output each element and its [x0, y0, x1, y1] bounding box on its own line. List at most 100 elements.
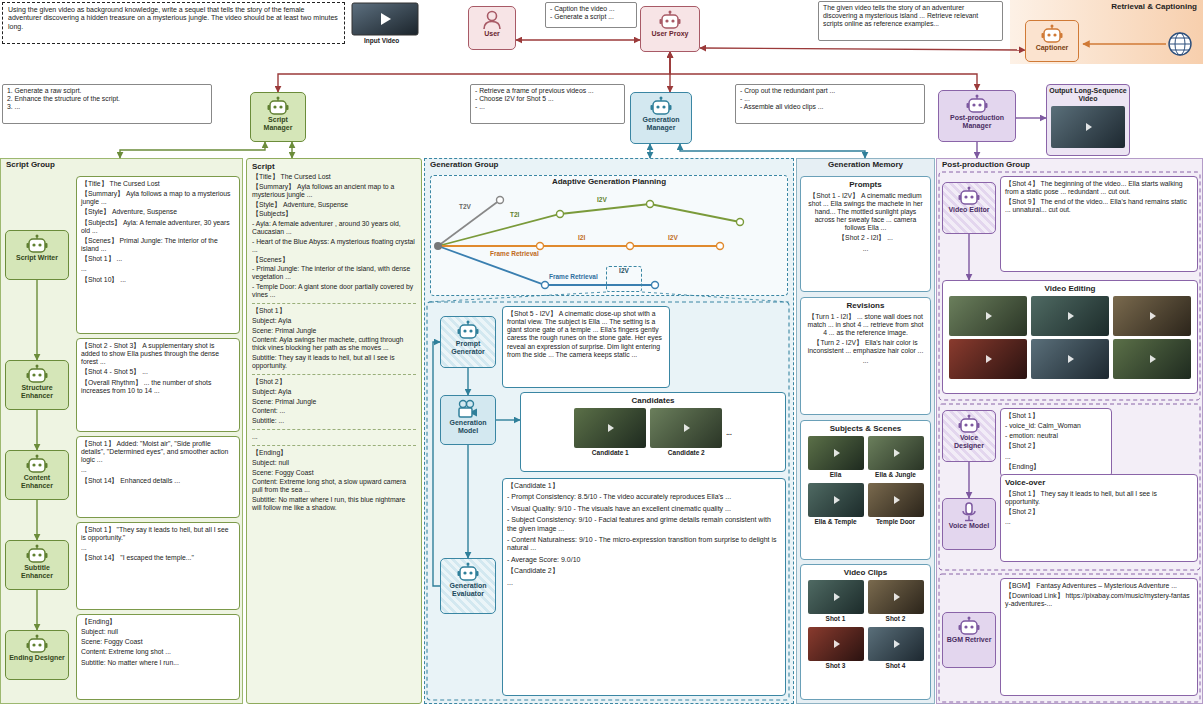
node-text: 3. ... — [7, 103, 207, 111]
graphic — [671, 19, 674, 22]
agent-icon — [945, 414, 993, 434]
node-text: 【Summary】 Ayla follows a map to a myster… — [81, 190, 235, 206]
gallery-item — [1031, 339, 1109, 379]
agent-icon — [643, 10, 697, 30]
agent-label: Post-production Manager — [941, 114, 1013, 130]
graphic — [29, 549, 45, 562]
node-text: Subject: Ayla — [252, 388, 416, 396]
agent-icon — [945, 502, 993, 522]
agent-icon — [443, 562, 493, 582]
graphic — [965, 520, 973, 521]
agent-icon — [8, 634, 66, 654]
heading: Script — [252, 162, 416, 172]
graphic — [488, 12, 497, 21]
graphic — [970, 625, 973, 628]
play-icon — [894, 640, 900, 648]
generation-group: Generation GroupAdaptive Generation Plan… — [424, 158, 794, 704]
video-thumbnail — [808, 580, 864, 614]
graphic — [537, 243, 544, 250]
node-text: 【Shot 1】 Added: "Moist air", "Side profi… — [81, 440, 235, 464]
gallery-item: Candidate 1 — [574, 408, 646, 457]
connector — [496, 419, 520, 420]
node-text: 【BGM】 Fantasy Adventures – Mysterious Ad… — [1005, 582, 1193, 590]
connector — [968, 462, 969, 498]
graphic — [27, 463, 30, 468]
node-text: ... — [252, 429, 416, 441]
node-text: 【Title】 The Cursed Lost — [252, 173, 416, 181]
graphic — [939, 172, 1200, 400]
node-text: ... — [1005, 453, 1107, 461]
play-icon — [684, 424, 690, 432]
node-text: 【Shot 4 - Shot 5】 ... — [81, 368, 235, 376]
script-text: 【Shot 1】 "They say it leads to hell, but… — [76, 522, 240, 610]
graphic — [463, 571, 466, 574]
memory-box: Prompts【Shot 1 - I2V】 A cinematic medium… — [800, 176, 931, 292]
play-icon — [1068, 312, 1074, 320]
node-text: 【Scenes】 — [252, 256, 416, 264]
connector — [36, 500, 37, 540]
node-text: - Crop out the redundant part ... — [740, 87, 920, 95]
branch-label: T2V — [459, 203, 471, 211]
node-text: 【Turn 1 - I2I】 ... stone wall does not m… — [805, 313, 926, 337]
node-text: 【Candidate 2】 — [507, 567, 781, 575]
gallery-item — [1113, 296, 1191, 336]
node-text: 【Shot 2 - Shot 3】 A supplementary shot i… — [81, 342, 235, 366]
gallery-item: Candidate 2 — [650, 408, 722, 457]
node-text: Subject: null — [252, 459, 416, 467]
video-thumbnail — [1051, 106, 1125, 148]
video-thumbnail — [868, 483, 924, 517]
enhancer-agent: Subtitle Enhancer — [5, 540, 69, 590]
node-text: - Average Score: 9.0/10 — [507, 556, 781, 564]
graphic — [32, 373, 35, 376]
agent-label: Video Editor — [945, 206, 993, 214]
evaluation-text: 【Candidate 1】- Prompt Consistency: 8.5/1… — [502, 478, 786, 696]
bgm-agent: BGM Retriver — [942, 612, 996, 668]
graphic — [651, 105, 654, 110]
node-text: - emotion: neutral — [1005, 432, 1107, 440]
planning-box: Adaptive Generation PlanningI2V — [430, 175, 788, 296]
graphic — [1169, 33, 1191, 55]
node-text: Scene: Foggy Coast — [252, 469, 416, 477]
node-text: 【Shot 14】 Enhanced details ... — [81, 477, 235, 485]
graphic — [656, 105, 659, 108]
bgm-text: 【BGM】 Fantasy Adventures – Mysterious Ad… — [1000, 578, 1198, 696]
node-text: Subtitle: ... — [252, 417, 416, 425]
node-text: - ... — [740, 95, 920, 103]
graphic — [273, 105, 276, 108]
node-text: 【Shot 1 - I2V】 A cinematic medium shot .… — [805, 192, 926, 233]
heading: Video Clips — [805, 568, 926, 578]
graphic — [438, 200, 500, 246]
voice-designer-agent: Voice Designer — [942, 410, 996, 462]
heading: Post-production Group — [942, 160, 1197, 170]
group-ground — [430, 175, 788, 296]
heading: Generation Memory — [802, 160, 929, 170]
graphic — [964, 195, 967, 198]
branch-label: Input Video — [364, 37, 399, 45]
node-text: 【Title】 The Cursed Lost — [81, 180, 235, 188]
agent-icon — [443, 399, 493, 419]
node-text: Using the given video as background know… — [8, 6, 339, 31]
node-text: 【Ending】 — [1005, 463, 1107, 471]
node-text: 【Shot 2 - I2I】 ... — [805, 234, 926, 242]
graphic — [27, 373, 30, 378]
node-text: - Retrieve a frame of previous videos ..… — [475, 87, 620, 95]
graphic — [29, 639, 45, 652]
play-icon — [894, 496, 900, 504]
connector — [433, 342, 440, 586]
memory-panel: Generation MemoryPrompts【Shot 1 - I2V】 A… — [796, 158, 935, 704]
manager-agent: Script Manager — [250, 92, 306, 142]
node-text: 【Summary】 Ayla follows an ancient map to… — [252, 183, 416, 199]
node-text: ... — [81, 544, 235, 552]
connector — [680, 144, 865, 158]
caption: Candidate 1 — [574, 449, 646, 457]
instruction-callout: - Caption the video ...- Generate a scri… — [545, 2, 637, 28]
robot-icon — [25, 634, 49, 654]
node-text: - voice_id: Calm_Woman — [1005, 422, 1107, 430]
agent-icon — [941, 94, 1013, 114]
branch-label: Frame Retrieval — [549, 273, 598, 281]
agent-label: Prompt Generator — [443, 340, 493, 356]
agent-label: Voice Model — [945, 522, 993, 530]
heading: Video Editing — [947, 284, 1193, 294]
node-text: 【Subjects】 Ayla: A female adventurer, 30… — [81, 219, 235, 235]
graphic — [38, 373, 41, 376]
